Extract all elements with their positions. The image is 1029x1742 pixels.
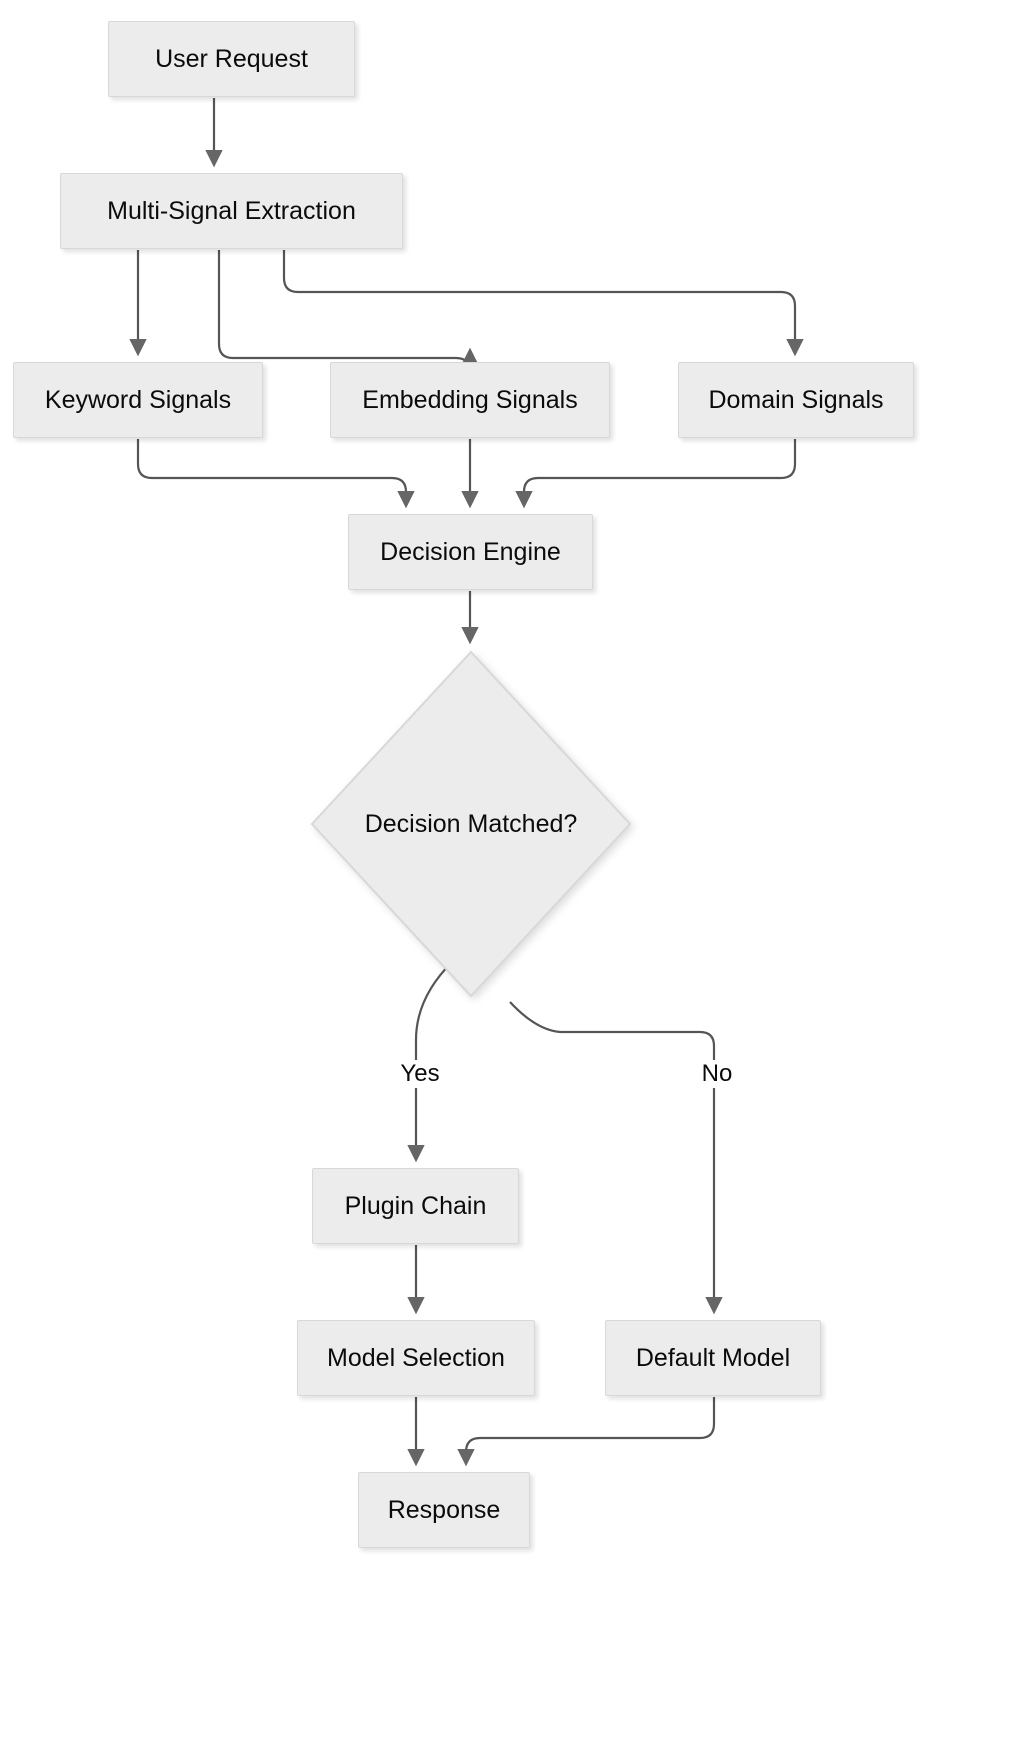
node-label-multi-signal-extraction: Multi-Signal Extraction [107,196,356,225]
edge-multi-signal-to-domain-signals [282,250,804,357]
node-label-plugin-chain: Plugin Chain [344,1191,487,1220]
edge-label-yes: Yes [389,1060,451,1088]
node-domain-signals[interactable]: Domain Signals [678,362,914,438]
node-model-selection[interactable]: Model Selection [297,1320,535,1396]
node-response[interactable]: Response [358,1472,530,1548]
edge-multi-signal-to-embedding-signals [217,250,479,373]
node-label-response: Response [387,1495,501,1524]
edge-label-no: No [690,1060,744,1088]
node-label-user-request: User Request [155,44,308,73]
node-multi-signal-extraction[interactable]: Multi-Signal Extraction [60,173,403,249]
node-label-keyword-signals: Keyword Signals [44,385,232,414]
node-label-embedding-signals: Embedding Signals [362,385,578,414]
edge-keyword-signals-to-decision-engine [136,439,415,509]
node-decision-engine[interactable]: Decision Engine [348,514,593,590]
node-keyword-signals[interactable]: Keyword Signals [13,362,263,438]
edge-decision-matched-no-to-default-model [509,1001,723,1315]
node-label-model-selection: Model Selection [327,1343,505,1372]
edge-domain-signals-to-decision-engine [515,439,797,509]
node-label-decision-engine: Decision Engine [380,537,561,566]
node-label-decision-matched: Decision Matched? [364,809,578,838]
diamond-shape [310,650,632,998]
node-plugin-chain[interactable]: Plugin Chain [312,1168,519,1244]
node-label-default-model: Default Model [635,1343,791,1372]
edge-default-model-to-response [457,1397,716,1467]
node-default-model[interactable]: Default Model [605,1320,821,1396]
node-decision-matched[interactable]: Decision Matched? [310,650,632,998]
node-label-domain-signals: Domain Signals [708,385,884,414]
node-user-request[interactable]: User Request [108,21,355,97]
node-embedding-signals[interactable]: Embedding Signals [330,362,610,438]
